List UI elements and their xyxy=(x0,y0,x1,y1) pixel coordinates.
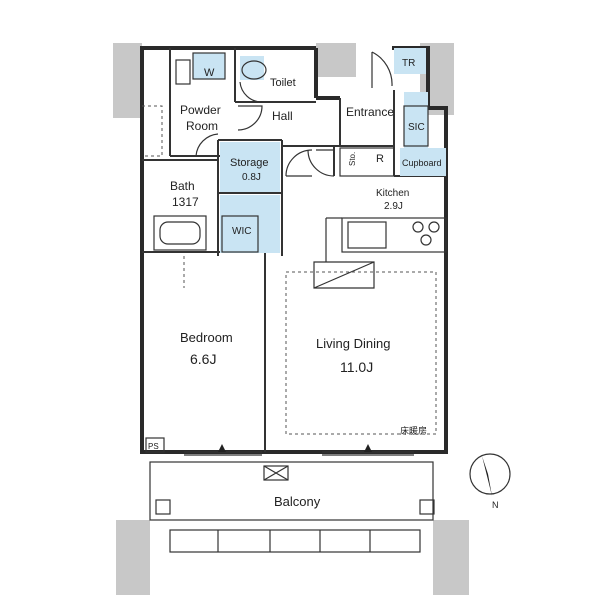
balcony-label: Balcony xyxy=(274,494,321,509)
hall-door xyxy=(237,105,263,131)
living-dining-size: 11.0J xyxy=(340,359,373,375)
storage-size: 0.8J xyxy=(242,172,261,183)
w-label: W xyxy=(204,67,215,79)
toilet-bowl-icon xyxy=(241,60,267,80)
entrance-label: Entrance xyxy=(346,105,394,119)
floor-heating-label: 床暖房 xyxy=(400,425,427,436)
toilet-label: Toilet xyxy=(270,77,296,89)
column-bottom-left xyxy=(116,520,150,595)
outer-walls xyxy=(140,46,448,454)
sink-icon xyxy=(347,221,387,249)
cupboard-label: Cupboard xyxy=(402,158,442,168)
bedroom-size: 6.6J xyxy=(190,351,216,367)
r-label: R xyxy=(376,153,384,165)
doors xyxy=(195,51,393,177)
storage-room-fill xyxy=(220,142,280,192)
drain-right xyxy=(419,499,435,515)
toilet-fixture xyxy=(240,56,264,80)
north-label: N xyxy=(492,500,499,510)
tr-label: TR xyxy=(402,58,415,69)
compass: N xyxy=(469,453,511,510)
storage-label: Storage xyxy=(230,157,269,169)
stove-icon xyxy=(412,221,440,246)
wic-label: WIC xyxy=(232,226,251,237)
tr-fixture xyxy=(394,48,426,74)
living-dining-label: Living Dining xyxy=(316,336,390,351)
column-top-left xyxy=(113,43,142,118)
bath-size: 1317 xyxy=(172,195,199,209)
outdoor-unit xyxy=(263,465,289,481)
bedroom-label: Bedroom xyxy=(180,330,233,345)
north-arrow-icon xyxy=(482,456,492,496)
cupboard-fixture xyxy=(400,148,446,176)
kitchen-size: 2.9J xyxy=(384,201,403,212)
entrance-door xyxy=(371,51,393,88)
powder-room-label-1: Powder xyxy=(180,103,221,117)
structural-columns xyxy=(113,43,469,595)
column-bottom-right xyxy=(433,520,469,595)
hall-label: Hall xyxy=(272,109,293,123)
column-top-center xyxy=(316,43,356,77)
ps-shaft xyxy=(145,437,165,453)
drain-left xyxy=(155,499,171,515)
floor-heating-area xyxy=(285,271,437,435)
kitchen-door xyxy=(307,149,335,177)
windows xyxy=(184,444,414,456)
bath-label: Bath xyxy=(170,179,195,193)
wic-fill xyxy=(220,195,280,253)
room-labels: TR W Toilet Powder Room Hall Entrance SI… xyxy=(148,58,442,509)
powder-room-label-2: Room xyxy=(186,119,218,133)
balcony-outline xyxy=(149,461,435,553)
sic-fixture xyxy=(404,92,428,148)
shoe-storage xyxy=(339,147,395,177)
kitchen-label: Kitchen xyxy=(376,188,409,199)
sic-label: SIC xyxy=(408,122,425,133)
sto-label: Sto. xyxy=(348,152,357,166)
aircon-icon xyxy=(313,261,375,289)
fixtures xyxy=(142,48,447,453)
washer-space xyxy=(193,53,225,79)
bathtub xyxy=(153,215,207,251)
toilet-door xyxy=(239,81,263,103)
powder-door xyxy=(195,133,219,157)
railing xyxy=(169,529,421,553)
ps-label: PS xyxy=(148,442,159,451)
